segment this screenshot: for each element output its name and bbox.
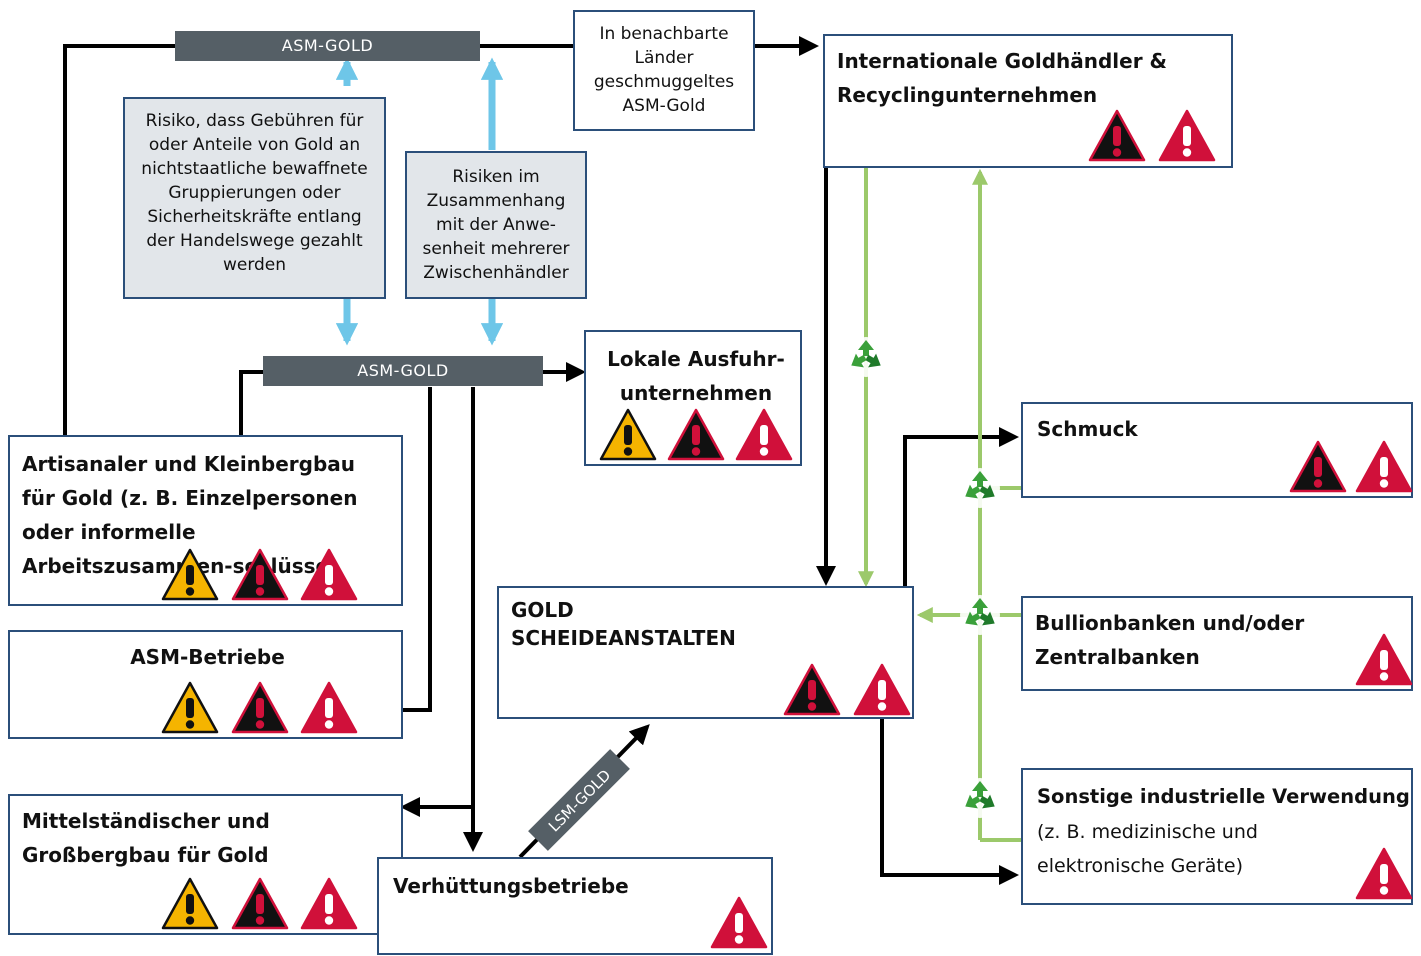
warning-red-icon [300,681,358,734]
smelters-label: Verhüttungsbetriebe [393,874,629,898]
warning-red-icon [1158,109,1216,162]
international-traders-label: Internationale Goldhändler & Recyclingun… [837,49,1167,107]
warning-black-icon [231,548,289,601]
warning-yellow-icon [161,548,219,601]
local-export-label: Lokale Ausfuhr-unternehmen [607,347,785,405]
warning-black-icon [231,877,289,930]
warning-black-icon [1088,109,1146,162]
industrial-use-sub: (z. B. medizinische und elektronische Ge… [1037,821,1258,877]
asm-operations-label: ASM-Betriebe [130,645,285,669]
arrow-refineries-to-industrial [880,718,1019,885]
recycle-icon [960,595,1000,635]
asm-gold-bar-mid: ASM-GOLD [263,356,543,386]
recycle-icon [960,468,1000,508]
risk-intermediaries-note: Risiken im Zusammenhang mit der Anwe-sen… [405,151,587,299]
warning-black-icon [667,408,725,461]
bullion-banks-box: Bullionbanken und/oder Zentralbanken [1021,596,1413,691]
warning-red-icon [710,896,768,949]
jewelry-label: Schmuck [1037,417,1138,441]
warning-black-icon [1289,440,1347,493]
local-export-box: Lokale Ausfuhr-unternehmen [584,330,802,466]
warning-red-icon [300,548,358,601]
warning-black-icon [783,663,841,716]
warning-yellow-icon [599,408,657,461]
international-traders-box: Internationale Goldhändler & Recyclingun… [823,34,1233,168]
warning-yellow-icon [161,877,219,930]
refineries-box: GOLD SCHEIDEANSTALTEN [497,586,914,719]
bullion-banks-label: Bullionbanken und/oder Zentralbanken [1035,611,1305,669]
recycle-icon [960,778,1000,818]
smelters-box: Verhüttungsbetriebe [377,857,773,955]
lsm-gold-bar: LSM-GOLD [528,749,630,851]
medium-large-mining-box: Mittelständischer und Großbergbau für Go… [8,794,403,935]
arrow-refineries-to-jewelry [903,427,1019,586]
recycle-icon [846,337,886,377]
artisanal-mining-box: Artisanaler und Kleinbergbau für Gold (z… [8,435,403,606]
asm-operations-box: ASM-Betriebe [8,630,403,739]
line-artisanal-to-top-bar [63,44,178,438]
warning-red-icon [1355,847,1413,900]
warning-red-icon [1355,440,1413,493]
line-artisanal-to-mid-bar [239,370,265,438]
artisanal-mining-label: Artisanaler und Kleinbergbau für Gold (z… [22,452,358,578]
warning-red-icon [853,663,911,716]
svg-text:LSM-GOLD: LSM-GOLD [545,766,614,835]
medium-large-mining-label: Mittelständischer und Großbergbau für Go… [22,809,270,867]
warning-yellow-icon [161,681,219,734]
asm-gold-bar-top: ASM-GOLD [175,31,480,61]
warning-black-icon [231,681,289,734]
industrial-use-label: Sonstige industrielle Verwendung [1037,785,1410,808]
warning-red-icon [300,877,358,930]
industrial-use-box: Sonstige industrielle Verwendung (z. B. … [1021,768,1413,905]
warning-red-icon [735,408,793,461]
jewelry-box: Schmuck [1021,402,1413,498]
risk-fees-note: Risiko, dass Gebühren für oder Anteile v… [123,97,386,299]
warning-red-icon [1355,633,1413,686]
line-mid-bar-to-asm-ops [403,387,432,712]
smuggled-gold-note: In benachbarte Länder geschmuggeltes ASM… [573,10,755,131]
refineries-label: GOLD SCHEIDEANSTALTEN [511,598,736,650]
